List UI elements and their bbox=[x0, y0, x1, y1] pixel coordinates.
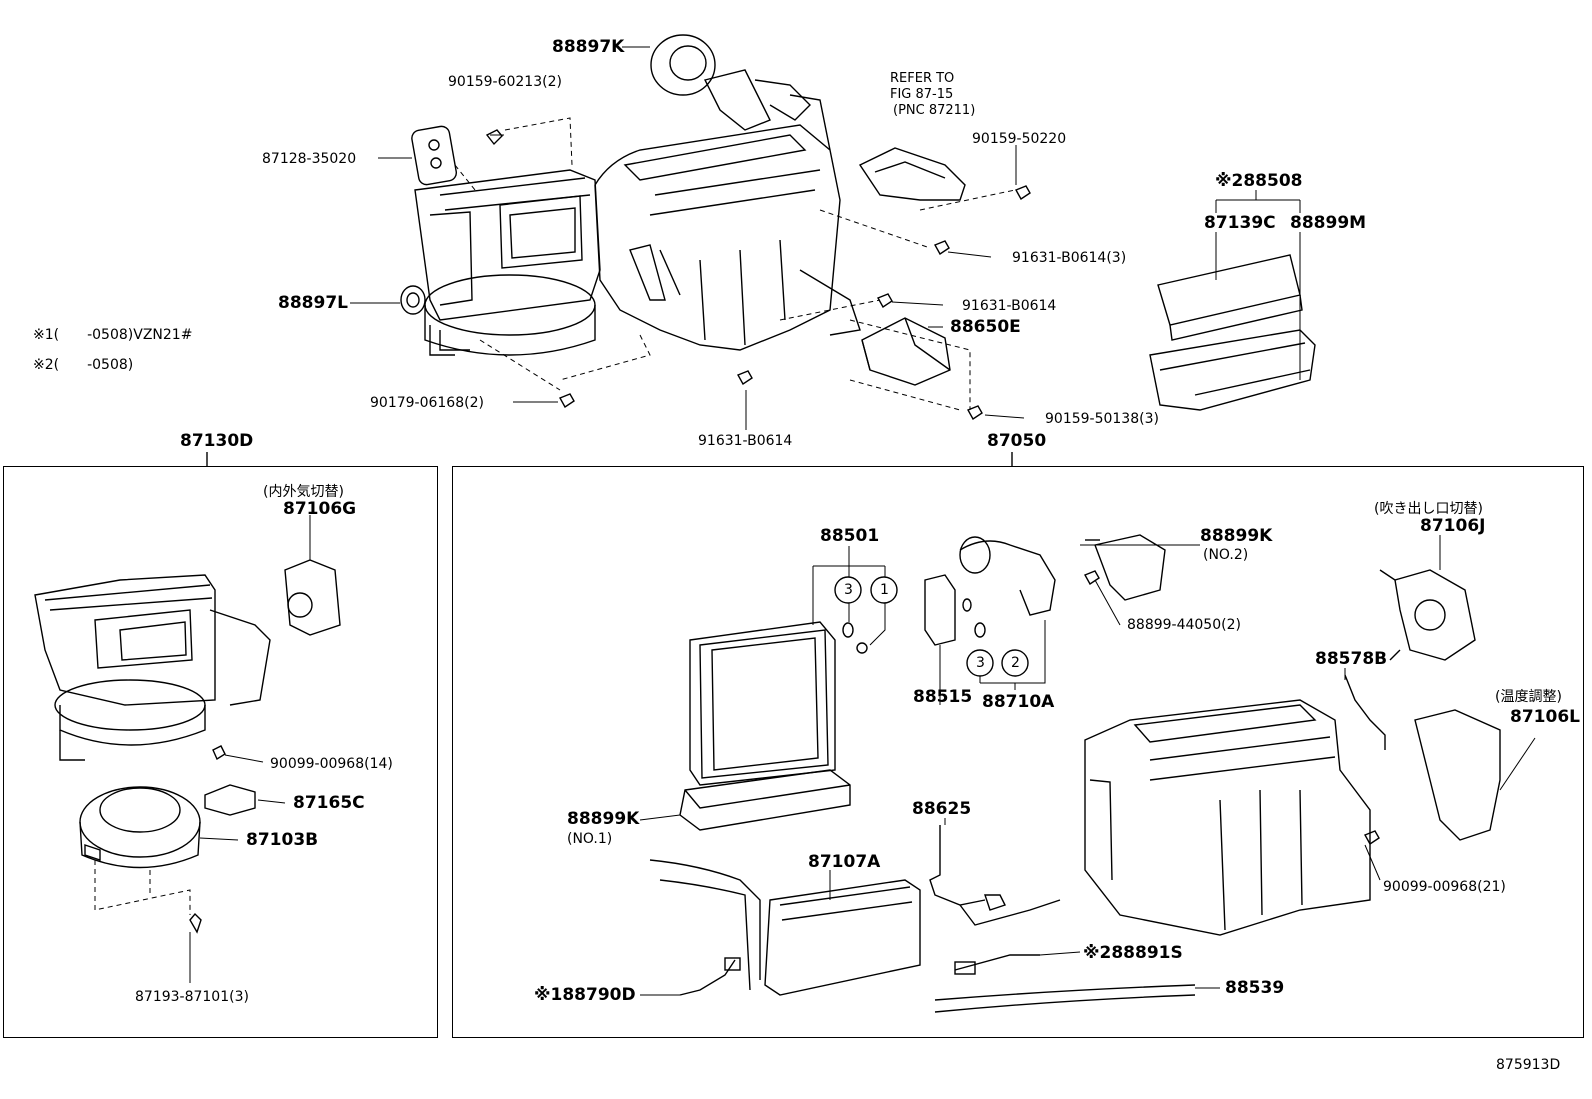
part-87139C[interactable]: 87139C bbox=[1204, 213, 1276, 233]
part-88710A[interactable]: 88710A bbox=[982, 692, 1055, 712]
part-88897K[interactable]: 88897K bbox=[552, 37, 625, 57]
left-box-parts bbox=[34, 452, 341, 983]
group-87130D[interactable]: 87130D bbox=[180, 431, 254, 451]
part-88899K-no2[interactable]: 88899K bbox=[1200, 526, 1273, 546]
part-90099-00968-21[interactable]: 90099-00968(21) bbox=[1383, 879, 1506, 895]
label-no1: (NO.1) bbox=[567, 831, 613, 847]
top-leaders bbox=[350, 46, 1301, 430]
part-90179-06168[interactable]: 90179-06168(2) bbox=[370, 395, 484, 411]
circle-3a: 3 bbox=[844, 582, 853, 598]
note-1: ※1( -0508)VZN21# bbox=[33, 327, 193, 343]
part-87106J[interactable]: 87106J bbox=[1420, 516, 1486, 536]
part-88899M[interactable]: 88899M bbox=[1290, 213, 1367, 233]
jp-temp-control: (温度調整) bbox=[1495, 689, 1562, 705]
circle-1: 1 bbox=[880, 582, 889, 598]
part-87193-87101[interactable]: 87193-87101(3) bbox=[135, 989, 249, 1005]
part-87107A[interactable]: 87107A bbox=[808, 852, 881, 872]
part-87106G[interactable]: 87106G bbox=[283, 499, 357, 519]
part-90159-60213[interactable]: 90159-60213(2) bbox=[448, 74, 562, 90]
group-87050[interactable]: 87050 bbox=[987, 431, 1047, 451]
part-91631-B0614-a[interactable]: 91631-B0614 bbox=[962, 298, 1057, 314]
part-90159-50138[interactable]: 90159-50138(3) bbox=[1045, 411, 1159, 427]
part-88897L[interactable]: 88897L bbox=[278, 293, 348, 313]
part-88508[interactable]: ※288508 bbox=[1215, 171, 1303, 191]
part-88899K-no1[interactable]: 88899K bbox=[567, 809, 640, 829]
part-90099-00968-14[interactable]: 90099-00968(14) bbox=[270, 756, 393, 772]
circle-2: 2 bbox=[1011, 655, 1020, 671]
part-88790D[interactable]: ※188790D bbox=[534, 985, 636, 1005]
part-88891S[interactable]: ※288891S bbox=[1083, 943, 1183, 963]
part-88899-44050[interactable]: 88899-44050(2) bbox=[1127, 617, 1241, 633]
right-box-parts bbox=[639, 452, 1536, 1013]
jp-vent-switch: (吹き出し口切替) bbox=[1374, 501, 1483, 517]
part-87106L[interactable]: 87106L bbox=[1510, 707, 1580, 727]
refer-line-2: FIG 87-15 bbox=[890, 87, 954, 102]
part-87128-35020[interactable]: 87128-35020 bbox=[262, 151, 357, 167]
part-88539[interactable]: 88539 bbox=[1225, 978, 1285, 998]
label-no2: (NO.2) bbox=[1203, 547, 1249, 563]
jp-inside-outside-air: (内外気切替) bbox=[263, 484, 344, 500]
note-2: ※2( -0508) bbox=[33, 357, 134, 373]
right-group-box bbox=[452, 466, 1584, 1038]
part-91631-B0614-b[interactable]: 91631-B0614 bbox=[698, 433, 793, 449]
refer-line-1: REFER TO bbox=[890, 71, 955, 86]
refer-line-3: (PNC 87211) bbox=[893, 103, 976, 118]
part-91631-B0614-3[interactable]: 91631-B0614(3) bbox=[1012, 250, 1127, 266]
part-90159-50220[interactable]: 90159-50220 bbox=[972, 131, 1067, 147]
top-hvac-assembly bbox=[400, 34, 1316, 421]
part-88578B[interactable]: 88578B bbox=[1315, 649, 1388, 669]
part-88625[interactable]: 88625 bbox=[912, 799, 972, 819]
part-88515[interactable]: 88515 bbox=[913, 687, 973, 707]
part-88650E[interactable]: 88650E bbox=[950, 317, 1021, 337]
left-group-box bbox=[3, 466, 438, 1038]
part-87103B[interactable]: 87103B bbox=[246, 830, 319, 850]
circle-3b: 3 bbox=[976, 655, 985, 671]
part-88501[interactable]: 88501 bbox=[820, 526, 880, 546]
diagram-id: 875913D bbox=[1496, 1057, 1561, 1073]
part-87165C[interactable]: 87165C bbox=[293, 793, 365, 813]
